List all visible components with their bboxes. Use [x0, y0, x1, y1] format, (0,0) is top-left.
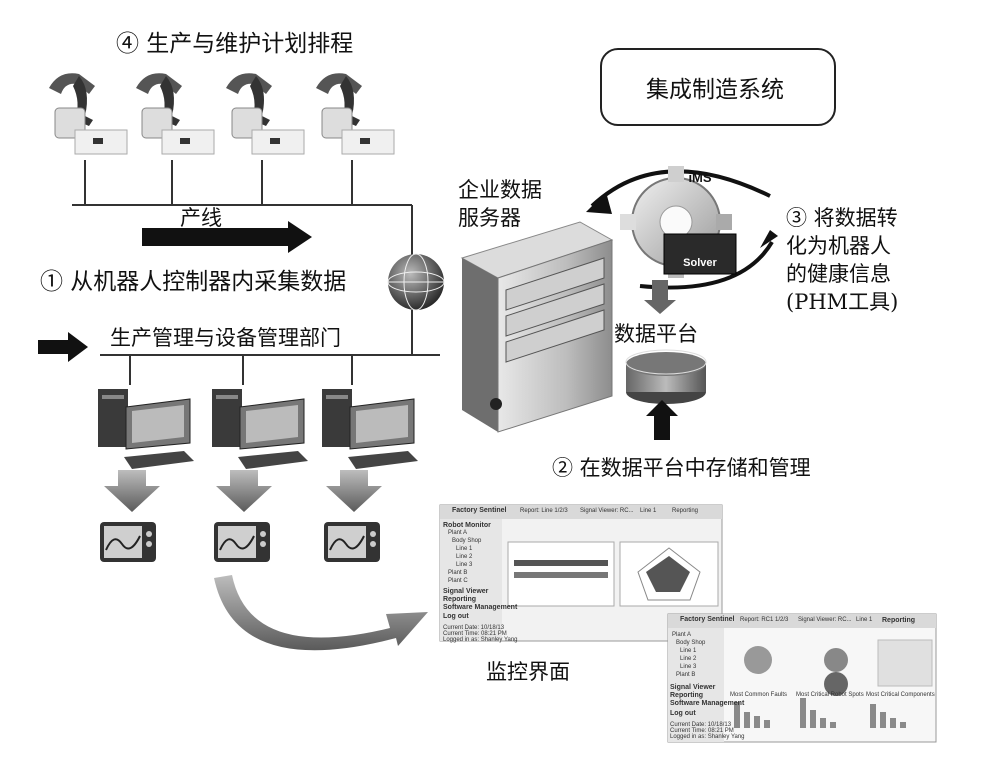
ims-solver-text: Solver	[683, 257, 717, 269]
screen2-menu-8[interactable]: Software Management	[670, 700, 745, 707]
enterprise-server	[460, 221, 614, 433]
screen2-menu-5[interactable]: Plant B	[676, 672, 696, 678]
screen1-menu-4[interactable]: Line 2	[456, 554, 473, 560]
screen2-menu-3[interactable]: Line 2	[680, 656, 697, 662]
screen1-menu-10[interactable]: Software Management	[443, 604, 518, 611]
step3-line-1: ③ 将数据转	[786, 206, 898, 230]
data-platform-label: 数据平台	[614, 322, 698, 346]
monitor-screenshot-2	[667, 613, 937, 743]
step2-label: ② 在数据平台中存储和管理	[552, 456, 811, 480]
screen2-footer-1: Current Time: 08:21 PM	[670, 728, 734, 734]
screen2-menu-9[interactable]: Log out	[670, 710, 696, 717]
screen1-tab-2: Signal Viewer: RC...	[580, 508, 634, 514]
screen2-tab-2: Signal Viewer: RC...	[798, 617, 852, 623]
monitor-ui-label: 监控界面	[486, 660, 570, 684]
data-platform-disks	[625, 349, 707, 404]
step3-label: ③ 将数据转 化为机器人 的健康信息 (PHM工具)	[786, 204, 898, 316]
robot-arm-2	[136, 73, 215, 155]
workstation-3	[322, 389, 418, 469]
screen2-tab-1: Report: RC1 1/2/3	[740, 617, 789, 623]
step4-label: ④ 生产与维护计划排程	[116, 31, 354, 57]
production-line-arrow	[142, 221, 312, 253]
screen1-tab-3: Line 1	[640, 508, 657, 514]
step3-line-4: (PHM工具)	[786, 290, 899, 314]
screen2-menu-1[interactable]: Body Shop	[676, 640, 706, 646]
screen2-footer-0: Current Date: 10/18/13	[670, 722, 732, 728]
screen2-menu-4[interactable]: Line 3	[680, 664, 697, 670]
screen1-footer-2: Logged in as: Shanley Yang	[443, 637, 518, 643]
screen2-footer-2: Logged in as: Shanley Yang	[670, 734, 745, 740]
network-globe-icon	[387, 253, 445, 311]
screen1-menu-3[interactable]: Line 1	[456, 546, 473, 552]
step1-label: ① 从机器人控制器内采集数据	[40, 269, 347, 295]
step3-line-2: 化为机器人	[786, 234, 891, 258]
screen1-tab-4: Reporting	[672, 508, 699, 514]
screen1-menu-0[interactable]: Robot Monitor	[443, 522, 491, 529]
monitor-screenshot-1	[439, 504, 723, 642]
department-bus	[100, 310, 440, 385]
screen2-chart-1: Most Critical Robot Spots	[796, 692, 864, 698]
enterprise-server-line-1: 企业数据	[458, 178, 542, 202]
screen1-menu-1[interactable]: Plant A	[448, 530, 468, 536]
robot-arm-3	[226, 73, 305, 155]
workstation-1	[98, 389, 194, 469]
robot-arm-1	[49, 73, 128, 155]
monitor-device-3	[324, 522, 380, 562]
screen2-menu-6[interactable]: Signal Viewer	[670, 684, 716, 691]
screen2-tab-3: Line 1	[856, 617, 873, 623]
enterprise-server-line-2: 服务器	[458, 206, 521, 230]
screen1-menu-7[interactable]: Plant C	[448, 578, 468, 584]
screen1-menu-2[interactable]: Body Shop	[452, 538, 482, 544]
production-line-label: 产线	[180, 206, 222, 230]
screen2-menu-0[interactable]: Plant A	[672, 632, 692, 638]
screen1-menu-11[interactable]: Log out	[443, 613, 469, 620]
robot-arm-4	[316, 73, 395, 155]
workstation-down-arrows	[104, 470, 382, 512]
screen1-footer-0: Current Date: 10/18/13	[443, 625, 505, 631]
integrated-system-label: 集成制造系统	[646, 77, 784, 103]
screen1-menu-5[interactable]: Line 3	[456, 562, 473, 568]
monitor-device-2	[214, 522, 270, 562]
screen2-menu-2[interactable]: Line 1	[680, 648, 697, 654]
platform-up-arrow	[646, 400, 678, 440]
monitor-device-1	[100, 522, 156, 562]
production-line-bus	[72, 160, 413, 255]
integrated-system-bubble	[600, 48, 836, 126]
workstation-2	[212, 389, 308, 469]
department-label: 生产管理与设备管理部门	[110, 326, 341, 350]
screen2-chart-2: Most Critical Components	[866, 692, 935, 698]
department-input-arrow	[38, 332, 88, 362]
to-monitor-curved-arrow	[214, 575, 428, 651]
ims-solver-box: Solver	[663, 233, 737, 275]
screen2-title: Factory Sentinel	[680, 616, 735, 623]
ims-logo-text: iMS	[688, 170, 711, 185]
screen1-tab-1: Report: Line 1/2/3	[520, 508, 568, 514]
solver-to-platform-arrow	[644, 280, 676, 314]
screen1-title: Factory Sentinel	[452, 507, 507, 514]
screen2-menu-7[interactable]: Reporting	[670, 692, 704, 699]
screen1-menu-9[interactable]: Reporting	[443, 596, 477, 603]
step3-line-3: 的健康信息	[786, 262, 891, 286]
screen2-chart-0: Most Common Faults	[730, 692, 788, 698]
screen1-menu-8[interactable]: Signal Viewer	[443, 588, 489, 595]
screen2-tab-4: Reporting	[882, 617, 916, 624]
screen1-menu-6[interactable]: Plant B	[448, 570, 468, 576]
enterprise-server-label: 企业数据 服务器	[458, 176, 542, 232]
screen1-footer-1: Current Time: 08:21 PM	[443, 631, 507, 637]
